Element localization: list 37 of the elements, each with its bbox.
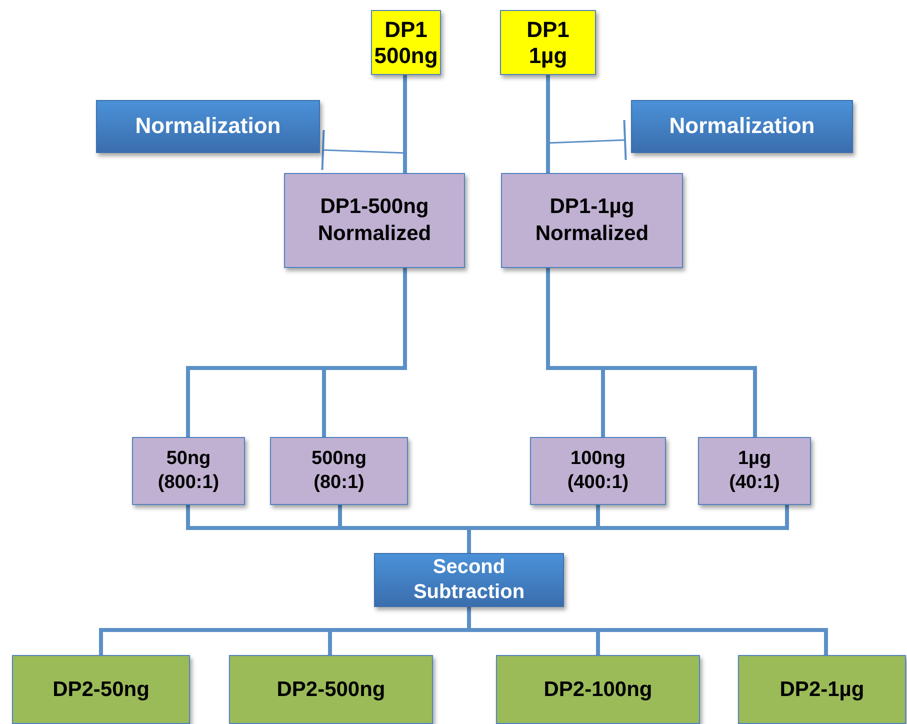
connector-line xyxy=(546,268,757,437)
box-label: DP1-500ng Normalized xyxy=(316,194,432,246)
box-label: DP2-100ng xyxy=(544,678,652,702)
sample-box xyxy=(501,173,683,268)
result-box xyxy=(738,655,906,724)
connector-line xyxy=(467,505,789,553)
connector-line xyxy=(403,75,407,173)
box-label: DP1 500ng xyxy=(374,17,438,68)
sample-box xyxy=(698,437,811,505)
sample-box xyxy=(530,437,666,505)
box-label: DP2-1µg xyxy=(780,678,864,702)
result-box xyxy=(496,655,700,724)
box-label: DP1 1µg xyxy=(526,17,570,68)
box-label: 1µg (40:1) xyxy=(728,447,781,495)
box-label: Second Subtraction xyxy=(412,555,526,605)
box-label: DP2-500ng xyxy=(276,678,386,702)
sample-box xyxy=(132,437,245,505)
box-label: DP1-1µg Normalized xyxy=(534,194,650,246)
result-box xyxy=(229,655,433,724)
box-label: 100ng (400:1) xyxy=(566,447,630,495)
box-label: DP2-50ng xyxy=(52,678,150,702)
result-box xyxy=(12,655,190,724)
sample-box xyxy=(371,10,441,75)
sample-box xyxy=(500,10,596,75)
connector-line xyxy=(322,268,407,437)
connector-line xyxy=(467,607,828,655)
box-label: 500ng (80:1) xyxy=(310,447,368,495)
sample-box xyxy=(270,437,408,505)
box-label: 50ng (800:1) xyxy=(156,447,220,495)
process-box xyxy=(374,553,564,607)
connector-line xyxy=(321,129,406,173)
process-box xyxy=(631,100,853,153)
box-label: Normalization xyxy=(135,113,281,140)
connector-line xyxy=(546,75,550,173)
box-label: Normalization xyxy=(669,113,815,140)
sample-box xyxy=(284,173,465,268)
process-box xyxy=(96,100,320,153)
